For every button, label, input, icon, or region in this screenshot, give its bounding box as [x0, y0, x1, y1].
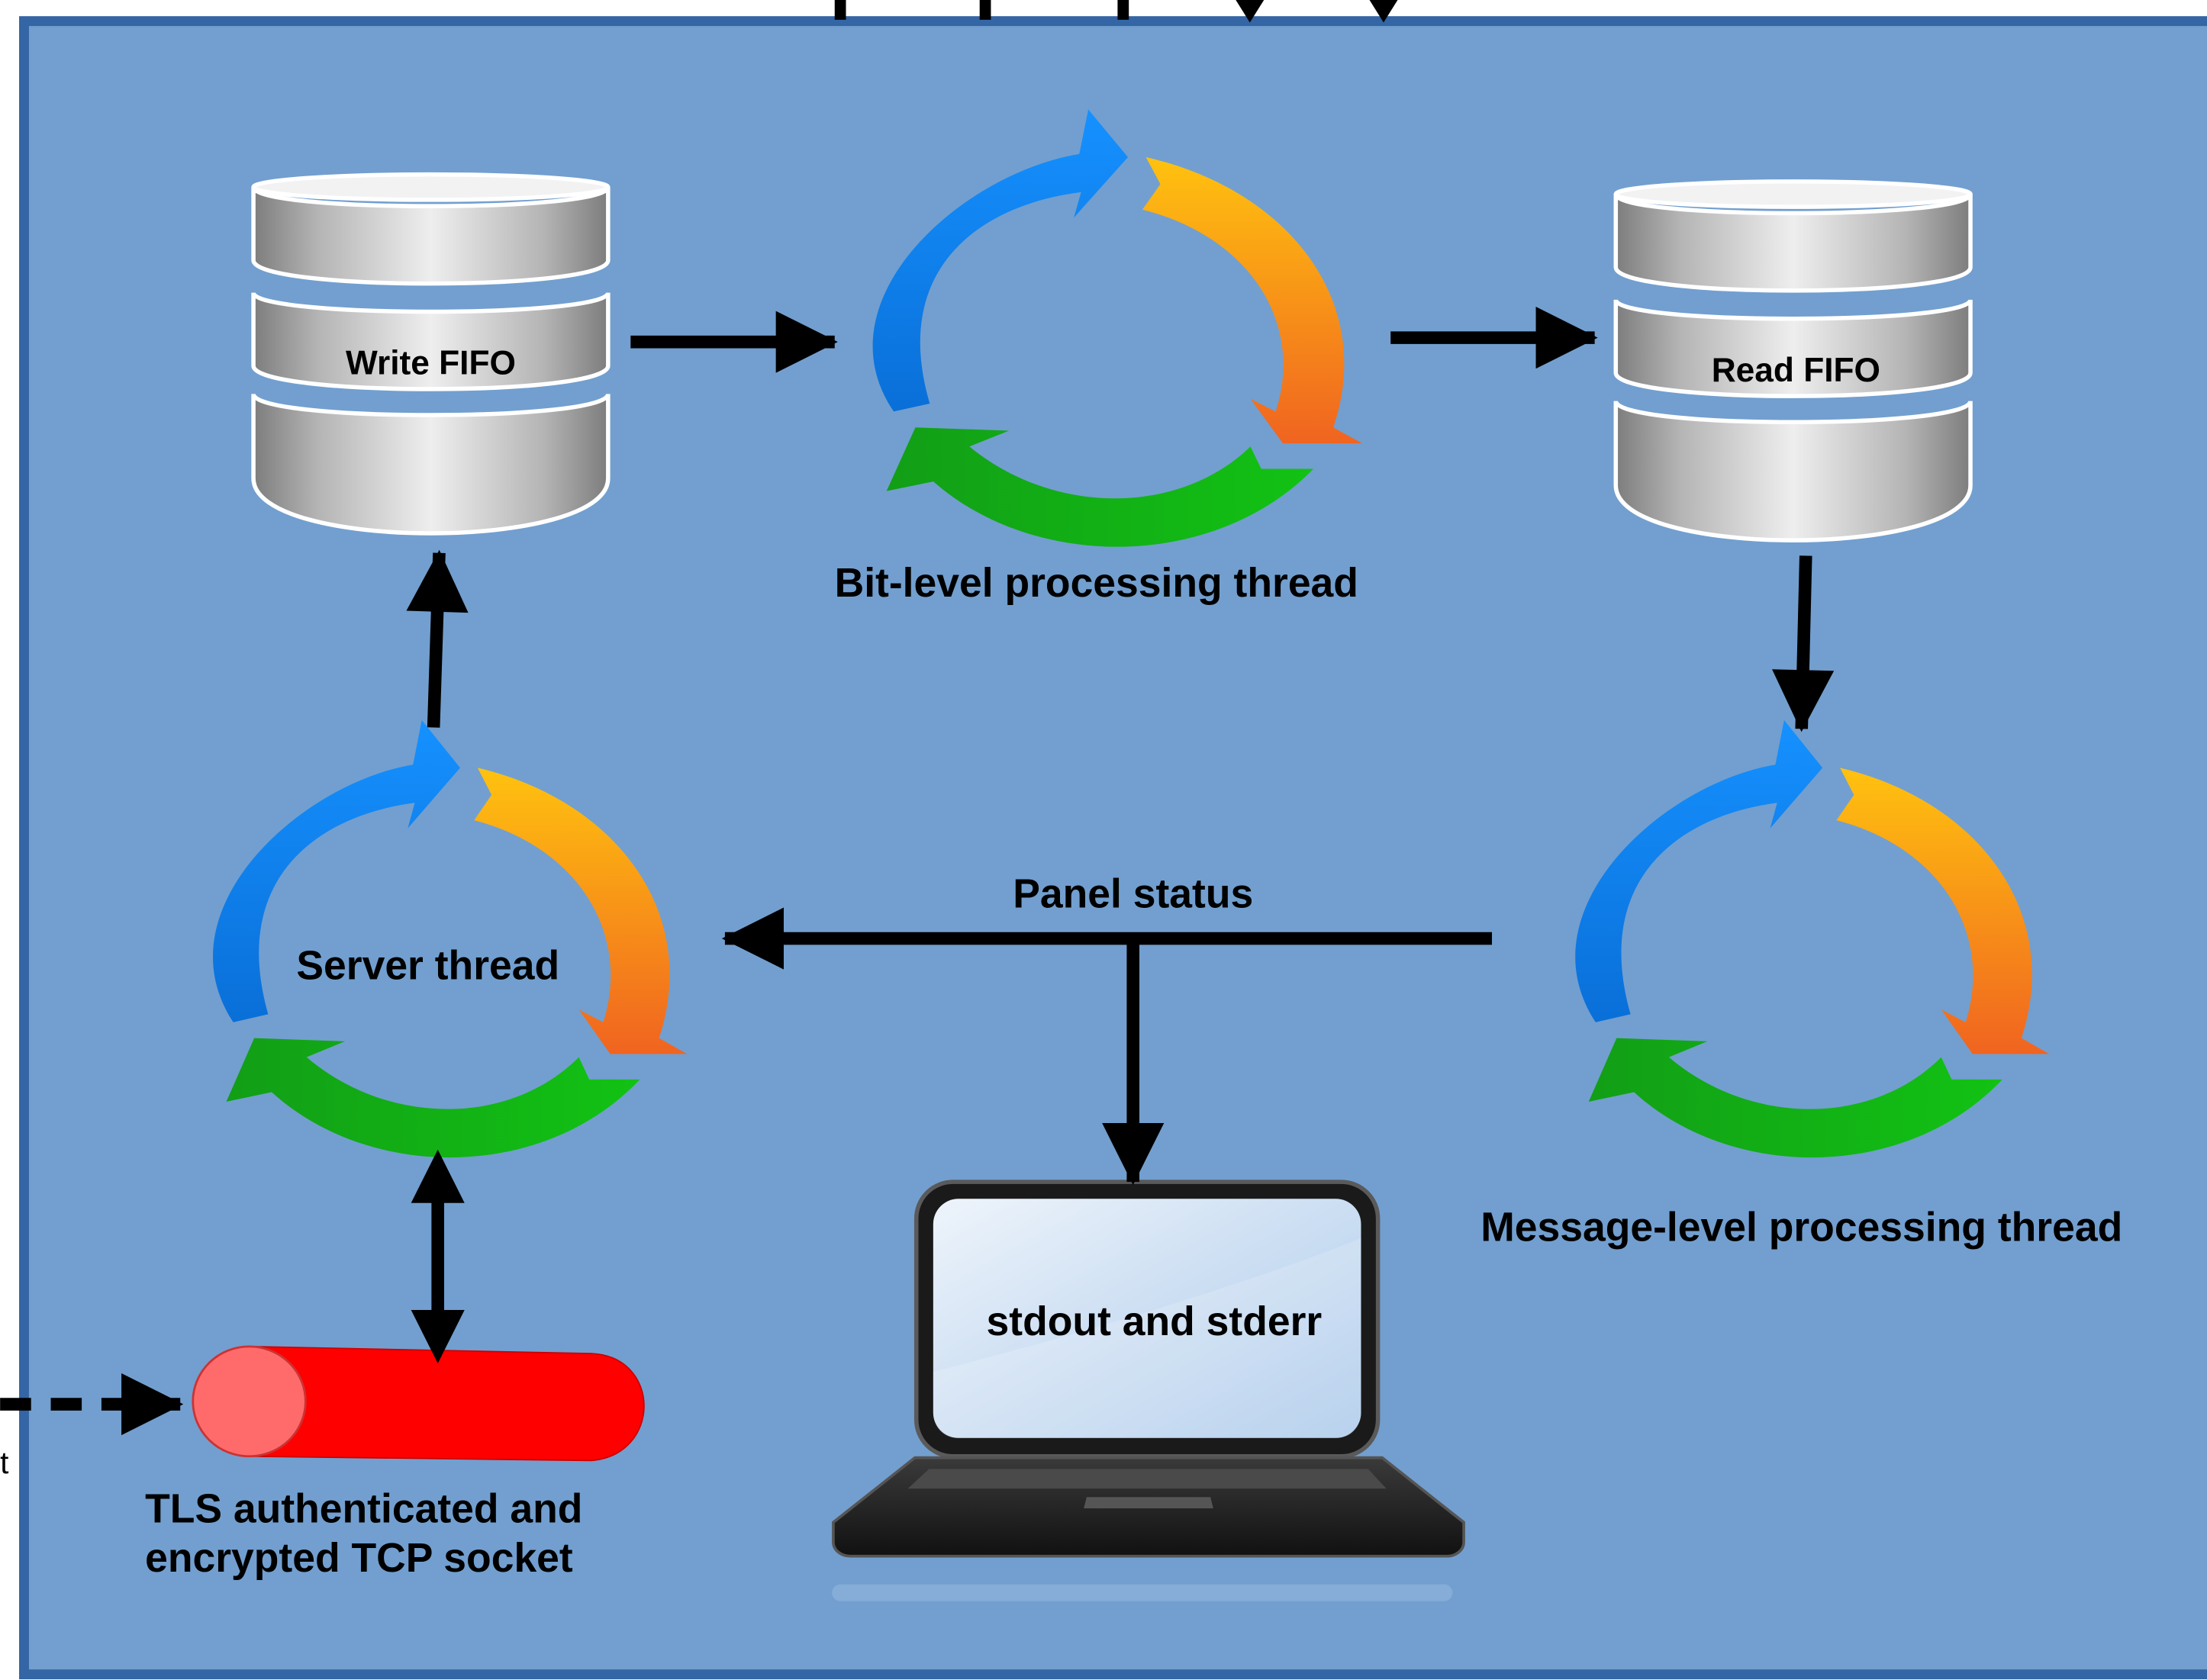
- edge-serverthread-to-writefifo: [406, 549, 469, 728]
- bit-thread-label: Bit-level processing thread: [835, 561, 1358, 606]
- bit-thread-cycle-icon: [872, 109, 1362, 547]
- cycle-arrow-orange: [1142, 156, 1362, 444]
- server-thread-label: Server thread: [296, 944, 559, 989]
- socket-label-line1: TLS authenticated and: [145, 1486, 582, 1531]
- message-thread-cycle-icon: [1575, 719, 2050, 1158]
- cycle-arrow-green: [1588, 1038, 2002, 1158]
- cycle-arrow-blue: [872, 109, 1129, 412]
- cycle-arrow-blue: [212, 719, 460, 1022]
- write-fifo-label: Write FIFO: [346, 345, 516, 382]
- tls-socket-node: TLS authenticated and encrypted TCP sock…: [145, 1345, 645, 1581]
- database-stack-icon: [1613, 179, 1973, 542]
- stdout-terminal-node: stdout and stderr: [832, 1180, 1465, 1601]
- cycle-arrow-blue: [1575, 719, 1823, 1022]
- write-fifo-node: Write FIFO: [251, 172, 611, 536]
- edge-readfifo-to-messagethread: [1772, 555, 1835, 732]
- external-top-connectors: [834, 0, 1129, 20]
- cycle-arrow-green: [226, 1038, 640, 1158]
- read-fifo-node: Read FIFO: [1613, 179, 1973, 542]
- stdout-label: stdout and stderr: [987, 1299, 1323, 1344]
- database-stack-icon: [251, 172, 611, 536]
- external-top-arrowhead: [1369, 0, 1398, 23]
- cycle-arrow-green: [886, 427, 1314, 547]
- panel-status-label: Panel status: [1013, 872, 1253, 917]
- socket-label-line2: encrypted TCP socket: [145, 1536, 573, 1581]
- server-thread-cycle-icon: [212, 719, 688, 1158]
- pipe-icon: [192, 1345, 645, 1462]
- read-fifo-label: Read FIFO: [1712, 352, 1880, 389]
- cycle-arrow-orange: [1836, 768, 2050, 1054]
- clipped-left-label: t: [0, 1445, 8, 1480]
- laptop-icon: [832, 1180, 1465, 1601]
- cycle-arrow-orange: [474, 768, 688, 1054]
- message-thread-label: Message-level processing thread: [1480, 1205, 2122, 1250]
- connections: [0, 307, 1835, 1436]
- external-top-arrowhead: [1236, 0, 1265, 23]
